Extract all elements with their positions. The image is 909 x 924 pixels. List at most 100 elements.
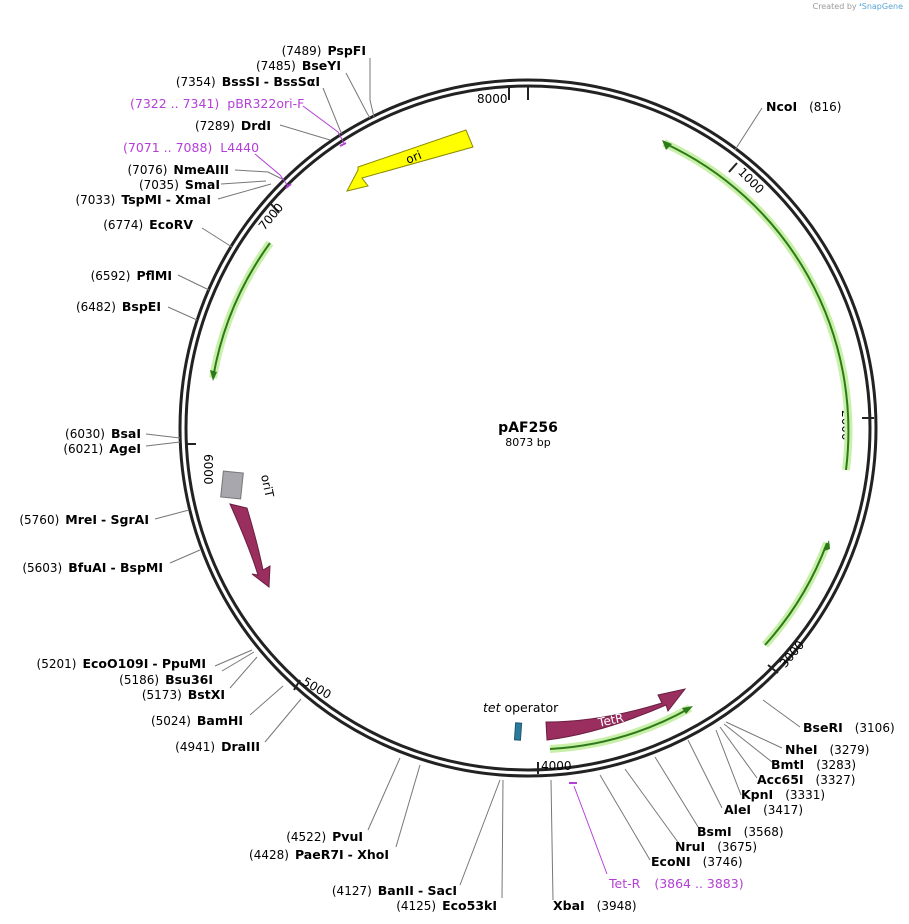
leader-bmti — [723, 723, 773, 763]
features: ori TetR traJ oriT tet operator — [220, 129, 687, 741]
primer-tet-r: Tet-R(3864 .. 3883) — [608, 876, 744, 891]
orf-arcs — [209, 139, 853, 753]
tick-label-6000: 6000 — [201, 454, 215, 485]
leader-primer-pbr322 — [302, 105, 345, 144]
tick-label-4000: 4000 — [541, 759, 572, 773]
site-mrei: (5760)MreI- SgrAI — [19, 512, 149, 527]
site-bseri: BseRI(3106) — [803, 720, 895, 735]
primer-labels: (7322 .. 7341)pBR322ori-F (7071 .. 7088)… — [123, 96, 744, 891]
site-nhei: NheI(3279) — [785, 742, 869, 757]
site-nmeaiii: (7076)NmeAIII — [128, 162, 230, 177]
leader-paer7i — [395, 764, 421, 848]
leader-draiii — [264, 698, 302, 743]
feature-tet-operator — [513, 722, 523, 741]
backbone — [178, 78, 878, 778]
leader-bspei — [167, 306, 198, 321]
tick-5000 — [293, 679, 301, 691]
leader-lines — [145, 58, 801, 901]
leader-ecorv — [201, 227, 233, 248]
site-acc65i: Acc65I(3327) — [757, 772, 855, 787]
plasmid-name: pAF256 — [498, 420, 558, 436]
watermark: Created by ❛SnapGene — [813, 2, 903, 11]
orf-arc-right-arrowhead — [824, 540, 830, 551]
site-xbai: XbaI(3948) — [553, 898, 637, 913]
site-pflmi: (6592)PflMI — [91, 268, 172, 283]
feature-tetr-label: TetR — [596, 711, 625, 730]
feature-tetr — [545, 688, 687, 741]
site-kpni: KpnI(3331) — [741, 787, 825, 802]
leader-bsu36i — [221, 651, 255, 672]
leader-bseri — [762, 699, 801, 728]
leader-bfuai — [169, 549, 201, 564]
leader-acc65i — [719, 726, 758, 779]
leader-econi — [599, 774, 651, 861]
tick-3000 — [767, 664, 779, 674]
leader-bseyi — [345, 72, 371, 119]
site-pspfi: (7489)PspFI — [282, 43, 366, 58]
site-nrui: NruI(3675) — [675, 839, 757, 854]
site-bsmi: BsmI(3568) — [697, 824, 784, 839]
site-agei: (6021)AgeI — [63, 441, 141, 456]
orf-arc-large-arrowhead — [662, 140, 672, 150]
tick-label-8000: 8000 — [477, 92, 508, 106]
feature-tet-operator-label: tet operator — [483, 700, 559, 715]
orf-arc-right — [762, 541, 831, 648]
site-banii: (4127)BanII- SacI — [332, 883, 457, 898]
site-bmti: BmtI(3283) — [771, 757, 856, 772]
leader-bsssi — [322, 87, 343, 135]
tick-7000 — [270, 203, 280, 214]
feature-ori — [346, 129, 474, 192]
leader-xbai — [550, 779, 554, 901]
plasmid-length: 8073 bp — [505, 436, 550, 449]
site-ecorv: (6774)EcoRV — [103, 217, 193, 232]
orf-arc-right-line — [764, 542, 828, 646]
site-paer7i: (4428)PaeR7I- XhoI — [249, 847, 389, 862]
leader-tspmi — [217, 183, 272, 200]
site-smai: (7035)SmaI — [139, 177, 220, 192]
site-bsssi: (7354)BssSI- BssSαI — [176, 74, 320, 89]
feature-ori-label: ori — [404, 148, 424, 167]
orf-arc-left-arrowhead — [210, 370, 217, 381]
site-labels-right: NcoI(816) BseRI(3106) NheI(3279) BmtI(32… — [553, 99, 895, 913]
tick-1000 — [728, 162, 738, 173]
site-ncoi: NcoI(816) — [766, 99, 841, 114]
backbone-outer-circle — [178, 78, 878, 778]
watermark-prefix: Created by — [812, 2, 857, 11]
leader-pflmi — [177, 274, 210, 291]
site-alei: AleI(3417) — [724, 802, 803, 817]
leader-banii — [459, 779, 501, 886]
orf-arc-left-line — [212, 242, 271, 379]
leader-eco53ki — [501, 779, 504, 899]
leader-bamhi — [249, 685, 284, 716]
site-bamhi: (5024)BamHI — [151, 713, 243, 728]
primer-leaders — [254, 105, 608, 875]
watermark-brand: SnapGene — [861, 2, 903, 11]
leader-ecoo109i — [214, 649, 253, 667]
orf-arc-large-line — [663, 142, 850, 471]
site-ecoo109i: (5201)EcoO109I- PpuMI — [37, 656, 206, 671]
site-labels-left: (7489)PspFI (7485)BseYI (7354)BssSI- Bss… — [19, 43, 497, 913]
feature-orit-label: oriT — [258, 473, 277, 499]
leader-nhei — [725, 721, 783, 749]
primer-l4440: (7071 .. 7088)L4440 — [123, 140, 259, 155]
leader-pvui — [367, 757, 401, 831]
site-draiii: (4941)DraIII — [175, 739, 260, 754]
leader-kpni — [715, 729, 742, 796]
leader-agei — [145, 441, 181, 447]
site-eco53ki: (4125)Eco53kI — [396, 898, 497, 913]
primer-l4440-mark — [285, 183, 292, 189]
leader-primer-tetr — [573, 785, 608, 875]
feature-traj-label: traJ — [252, 522, 271, 546]
leader-mrei — [154, 509, 190, 520]
feature-orit — [220, 470, 244, 500]
leader-drdi — [279, 124, 331, 141]
leader-nmeaiii — [234, 169, 283, 180]
orf-arc-bottom-line — [549, 707, 691, 750]
leader-bsmi — [654, 756, 701, 831]
site-bseyi: (7485)BseYI — [256, 58, 341, 73]
leader-bstxi — [229, 656, 258, 689]
site-drdi: (7289)DrdI — [195, 118, 271, 133]
leader-pspfi — [369, 58, 375, 118]
site-bspei: (6482)BspEI — [76, 299, 161, 314]
